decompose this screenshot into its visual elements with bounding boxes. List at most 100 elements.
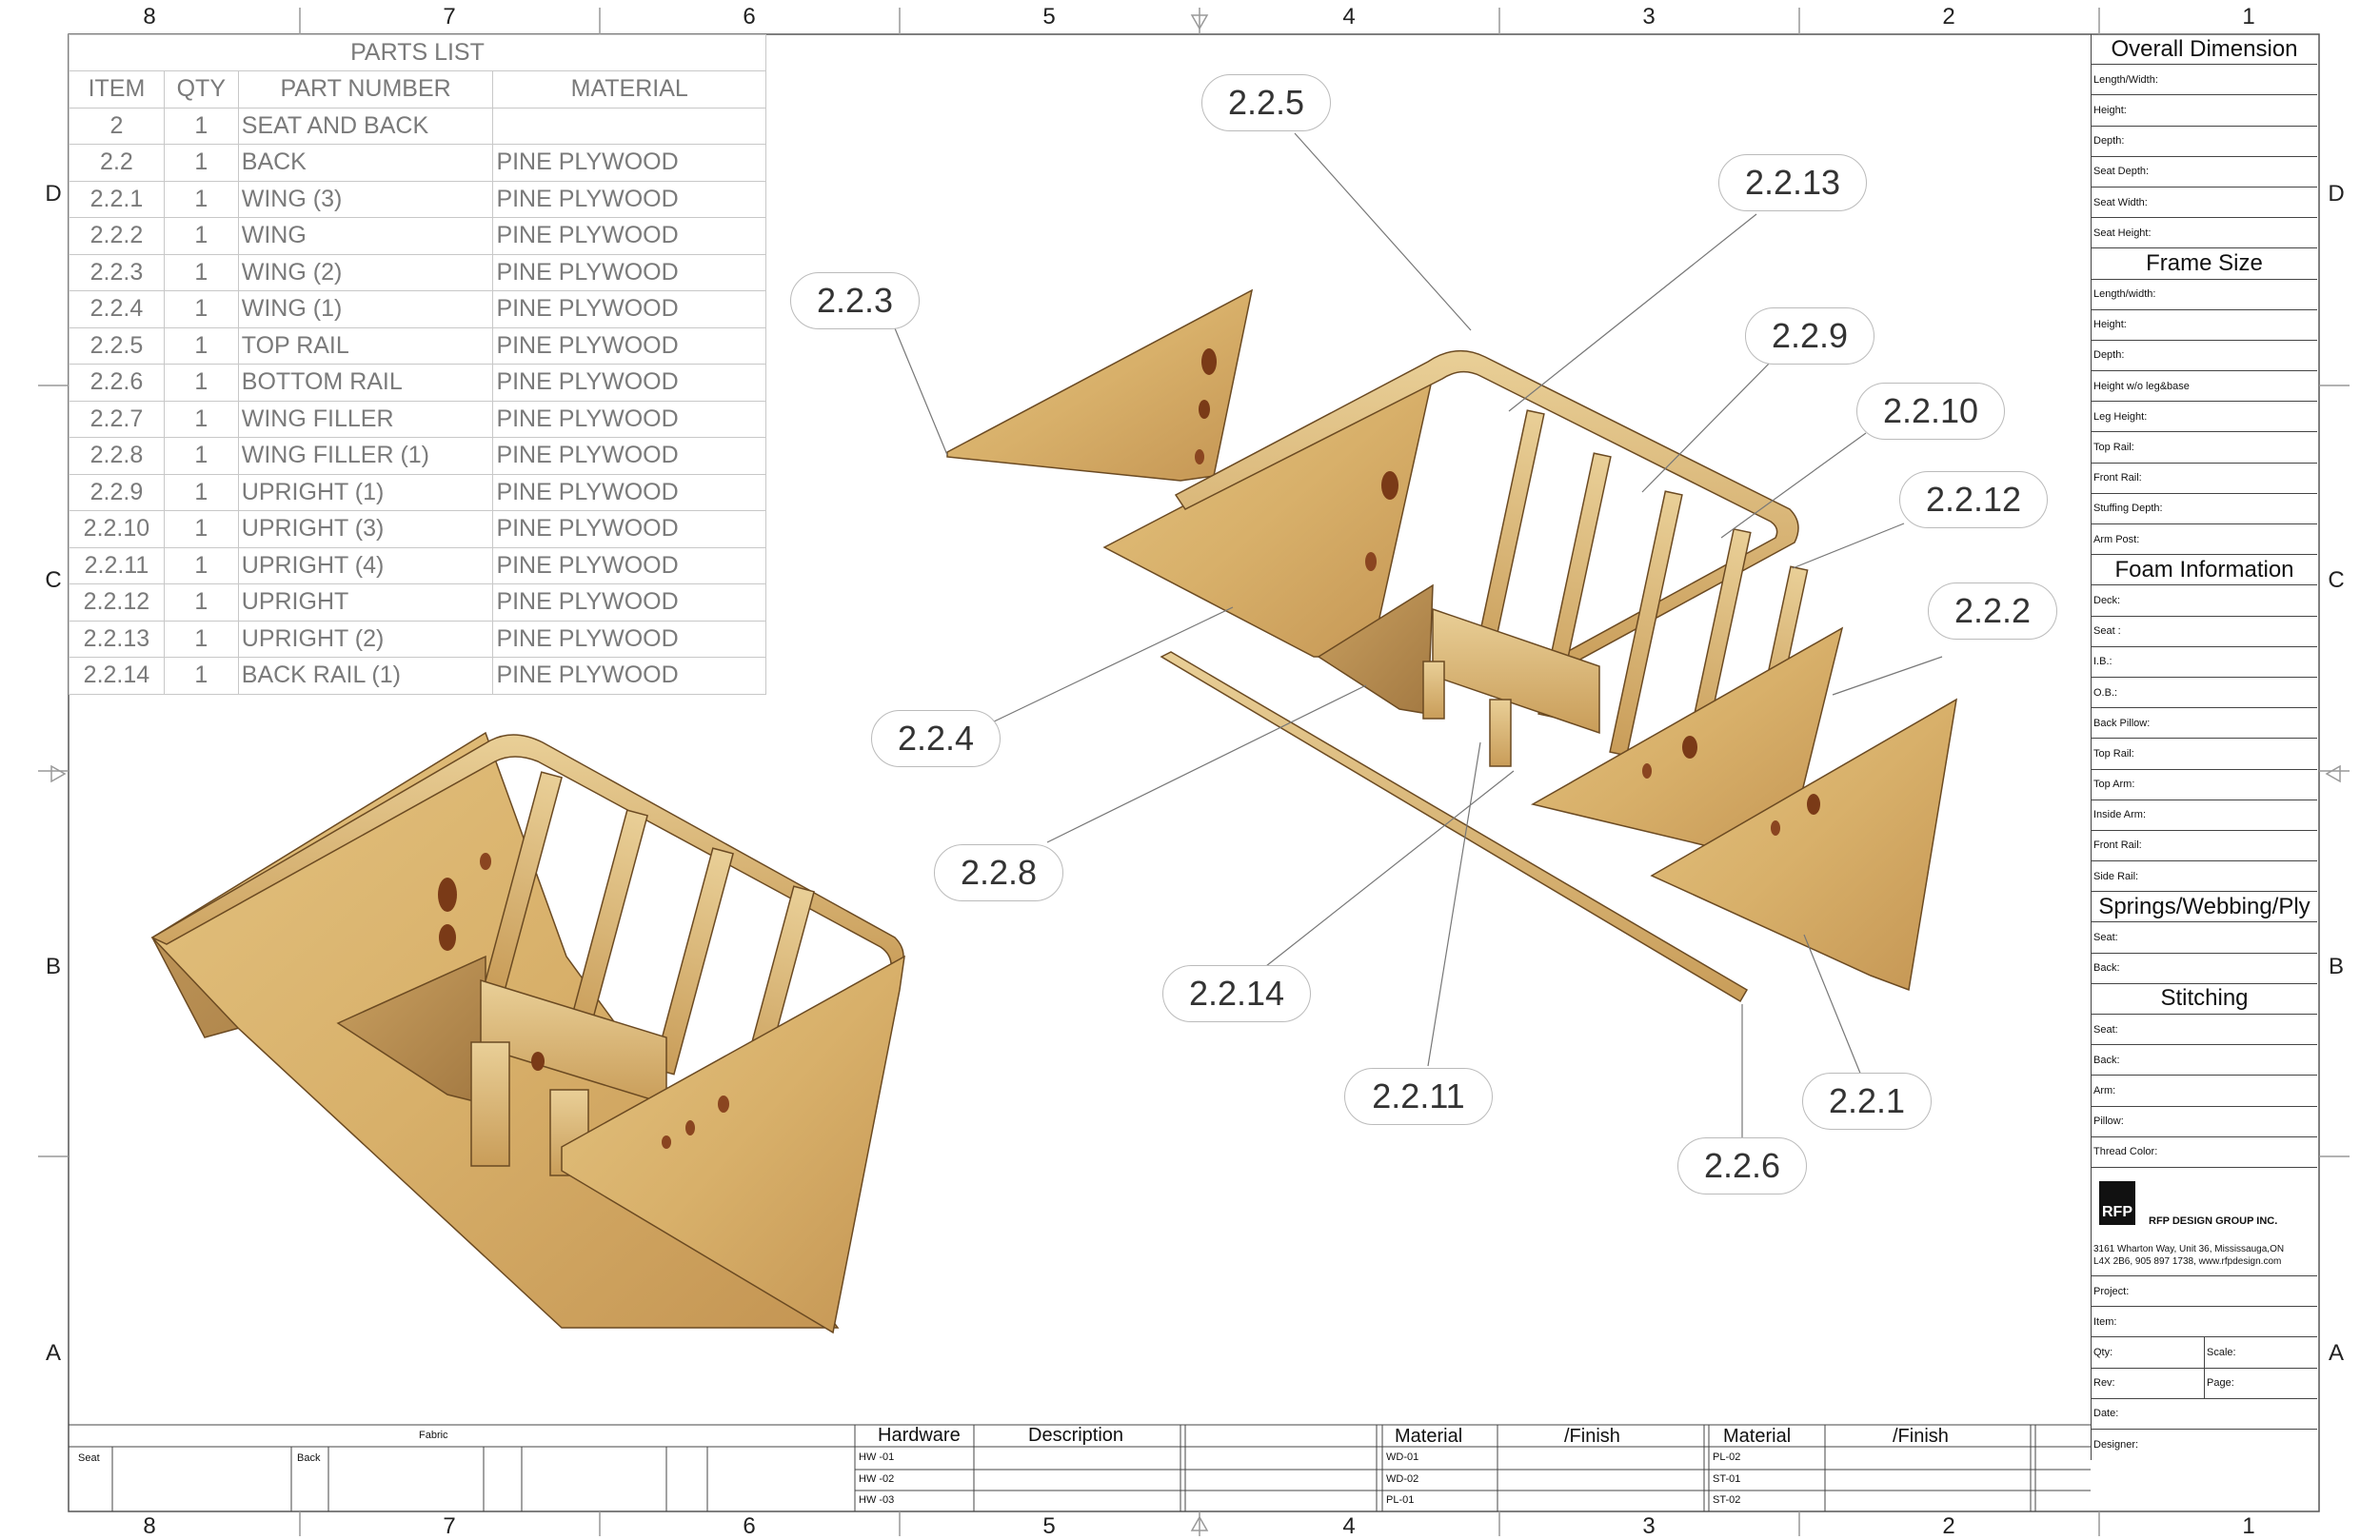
cell-qty: 1 xyxy=(163,583,239,622)
cell-material: PINE PLYWOOD xyxy=(492,657,766,695)
hardware-code: HW -02 xyxy=(859,1473,895,1485)
field-label: Rev: xyxy=(2093,1377,2115,1390)
field-label: Date: xyxy=(2092,1399,2317,1430)
field-label: Seat: xyxy=(2092,1015,2317,1046)
zone-row-label: A xyxy=(45,1340,61,1366)
company-block: RFP RFP DESIGN GROUP INC. 3161 Wharton W… xyxy=(2092,1168,2317,1276)
cell-item: 2.2.13 xyxy=(69,620,165,658)
zone-column-label: 7 xyxy=(443,1513,456,1539)
callout-bubble: 2.2.10 xyxy=(1856,383,2005,440)
column-header-material: MATERIAL xyxy=(492,70,766,109)
field-label: Leg Height: xyxy=(2092,402,2317,433)
field-label: Pillow: xyxy=(2092,1107,2317,1137)
zone-column-label: 4 xyxy=(1342,4,1356,30)
cell-qty: 1 xyxy=(163,473,239,511)
column-header-part-number: PART NUMBER xyxy=(237,70,494,109)
zone-column-label: 5 xyxy=(1042,4,1056,30)
callout-bubble: 2.2.9 xyxy=(1745,307,1874,365)
isometric-drawing xyxy=(150,132,1957,1334)
cell-qty: 1 xyxy=(163,400,239,438)
fabric-seat-label: Seat xyxy=(78,1452,100,1464)
zone-row-label: D xyxy=(2328,181,2345,207)
logo-text: RFP xyxy=(2102,1203,2132,1220)
zone-row-label: C xyxy=(45,567,62,593)
cell-material: PINE PLYWOOD xyxy=(492,326,766,365)
zone-row-label: D xyxy=(45,181,62,207)
field-label: Scale: xyxy=(2204,1337,2317,1368)
cell-material: PINE PLYWOOD xyxy=(492,473,766,511)
hardware-title: Hardware xyxy=(878,1425,961,1446)
cell-item: 2.2 xyxy=(69,144,165,182)
zone-row-label: C xyxy=(2328,567,2345,593)
zone-column-label: 3 xyxy=(1642,4,1656,30)
callout-bubble: 2.2.2 xyxy=(1928,582,2057,640)
section-title: Frame Size xyxy=(2092,248,2317,280)
cell-qty: 1 xyxy=(163,620,239,658)
callout-bubble: 2.2.6 xyxy=(1677,1137,1807,1194)
field-label: Height w/o leg&base xyxy=(2092,371,2317,403)
company-logo: RFP xyxy=(2099,1180,2135,1225)
field-label: Qty: xyxy=(2093,1346,2113,1358)
section-title: Foam Information xyxy=(2092,555,2317,586)
cell-item: 2.2.12 xyxy=(69,583,165,622)
section-title: Overall Dimension xyxy=(2092,34,2317,66)
zone-column-label: 2 xyxy=(1942,4,1955,30)
field-label: Designer: xyxy=(2093,1438,2139,1451)
zone-column-label: 5 xyxy=(1042,1513,1056,1539)
cell-item: 2.2.11 xyxy=(69,546,165,584)
finish-title: /Finish xyxy=(1564,1426,1620,1447)
field-label: Length/Width: xyxy=(2092,65,2317,96)
field-label: Seat : xyxy=(2092,617,2317,647)
cell-part-number: WING (2) xyxy=(237,253,494,291)
cell-material: PINE PLYWOOD xyxy=(492,144,766,182)
field-label: Seat Height: xyxy=(2092,218,2317,249)
field-label: Arm Post: xyxy=(2092,524,2317,556)
field-label: Top Rail: xyxy=(2092,432,2317,464)
zone-row-label: B xyxy=(45,954,61,979)
cell-material: PINE PLYWOOD xyxy=(492,253,766,291)
zone-column-label: 7 xyxy=(443,4,456,30)
field-label: Item: xyxy=(2092,1307,2317,1338)
cell-item: 2.2.7 xyxy=(69,400,165,438)
cell-material: PINE PLYWOOD xyxy=(492,620,766,658)
fabric-title: Fabric xyxy=(419,1430,448,1441)
fabric-back-label: Back xyxy=(297,1452,321,1464)
zone-row-label: B xyxy=(2328,954,2344,979)
cell-qty: 1 xyxy=(163,180,239,218)
hardware-code: HW -01 xyxy=(859,1451,895,1463)
cell-material: PINE PLYWOOD xyxy=(492,510,766,548)
assembled-view xyxy=(150,731,905,1334)
callout-bubble: 2.2.1 xyxy=(1802,1073,1932,1130)
cell-material: PINE PLYWOOD xyxy=(492,437,766,475)
cell-item: 2.2.8 xyxy=(69,437,165,475)
zone-column-label: 6 xyxy=(743,1513,756,1539)
material-code: PL-01 xyxy=(1386,1494,1415,1506)
cell-qty: 1 xyxy=(163,657,239,695)
parts-list-table: PARTS LIST ITEM QTY PART NUMBER MATERIAL… xyxy=(69,34,766,695)
field-label: Length/width: xyxy=(2092,280,2317,310)
cell-material: PINE PLYWOOD xyxy=(492,583,766,622)
field-label: Page: xyxy=(2204,1368,2317,1398)
zone-column-label: 4 xyxy=(1342,1513,1356,1539)
cell-part-number: UPRIGHT (3) xyxy=(237,510,494,548)
cell-part-number: UPRIGHT (4) xyxy=(237,546,494,584)
cell-qty: 1 xyxy=(163,107,239,145)
section-title: Springs/Webbing/Ply xyxy=(2092,892,2317,923)
field-label: Seat Depth: xyxy=(2092,157,2317,188)
field-label: Back: xyxy=(2092,1045,2317,1076)
cell-item: 2.2.14 xyxy=(69,657,165,695)
field-label: Thread Color: xyxy=(2092,1137,2317,1168)
company-address: 3161 Wharton Way, Unit 36, Mississauga,O… xyxy=(2093,1243,2285,1254)
exploded-view xyxy=(946,288,1957,1003)
cell-part-number: BOTTOM RAIL xyxy=(237,364,494,402)
